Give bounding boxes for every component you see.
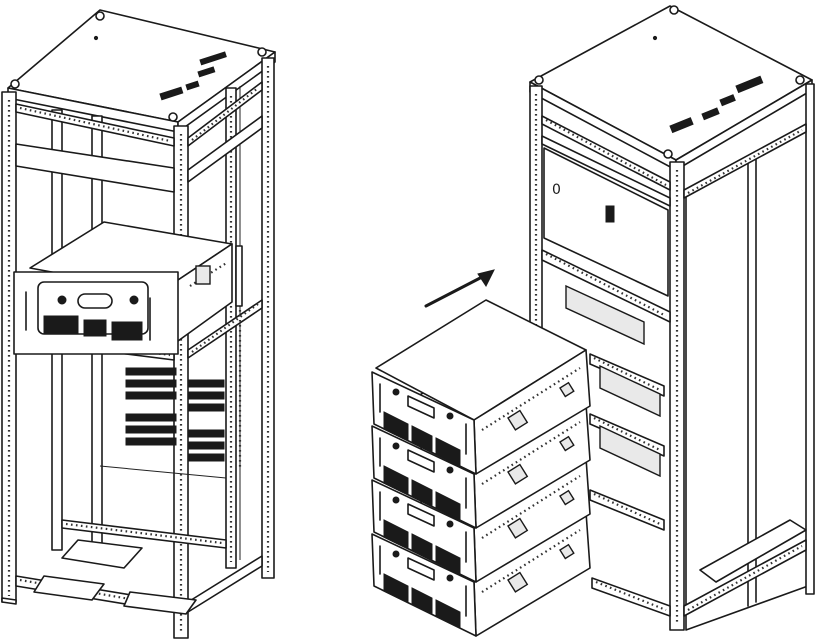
arrow-right-icon xyxy=(424,269,495,308)
left-rear-vent-slots xyxy=(125,250,242,470)
right-empty-shelves xyxy=(541,249,671,531)
left-rack-cabinet xyxy=(1,9,276,639)
stacked-units xyxy=(371,299,591,637)
right-rack-cabinet: 0 xyxy=(529,5,815,631)
left-mounted-unit xyxy=(13,221,243,355)
svg-text:0: 0 xyxy=(552,182,561,198)
stacked-unit xyxy=(371,299,591,475)
